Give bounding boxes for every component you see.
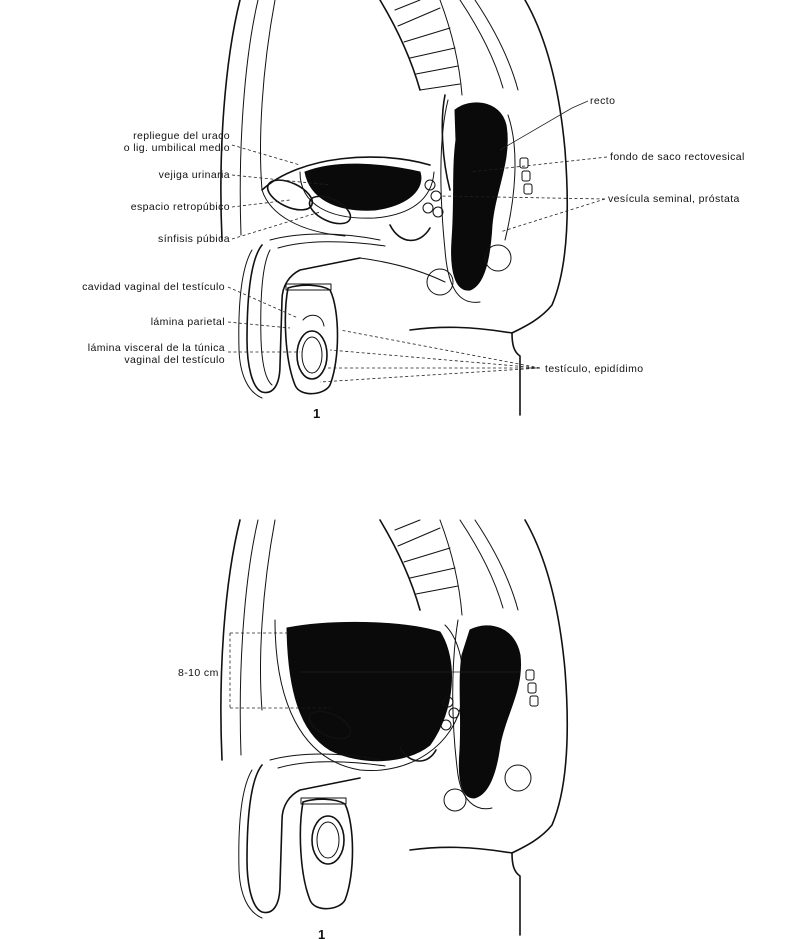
leader-uraco [232, 145, 300, 165]
leader-testiculo-2 [330, 350, 540, 368]
figure-1: 1 repliegue del uraco o lig. umbilical m… [82, 0, 745, 421]
leader-recto [500, 101, 588, 150]
label-measure: 8-10 cm [178, 667, 219, 679]
label-testiculo-epididimo: testículo, epidídimo [545, 363, 643, 375]
leader-vesicula-2 [500, 199, 605, 232]
figure-2: 8-10 cm 1 [178, 520, 567, 939]
label-lamina-visceral-1: lámina visceral de la túnica [88, 342, 225, 354]
label-vejiga: vejiga urinaria [159, 169, 230, 181]
figure-number: 1 [313, 406, 321, 421]
leader-testiculo-1 [340, 330, 540, 368]
figure-number-2: 1 [318, 927, 326, 939]
label-recto: recto [590, 95, 615, 107]
label-lamina-parietal: lámina parietal [151, 316, 225, 328]
label-espacio-retropubico: espacio retropúbico [131, 201, 230, 213]
label-lig-umbilical: o lig. umbilical medio [124, 142, 230, 154]
label-vesicula-prostata: vesícula seminal, próstata [608, 193, 740, 205]
label-fondo-saco: fondo de saco rectovesical [610, 151, 745, 163]
label-sinfisis: sínfisis púbica [158, 233, 230, 245]
label-lamina-visceral-2: vaginal del testículo [124, 354, 225, 366]
label-cavidad-vaginal: cavidad vaginal del testículo [82, 281, 225, 293]
leader-sinfisis [232, 212, 320, 239]
leader-testiculo-4 [320, 368, 540, 382]
label-repliegue-uraco: repliegue del uraco [133, 130, 230, 142]
